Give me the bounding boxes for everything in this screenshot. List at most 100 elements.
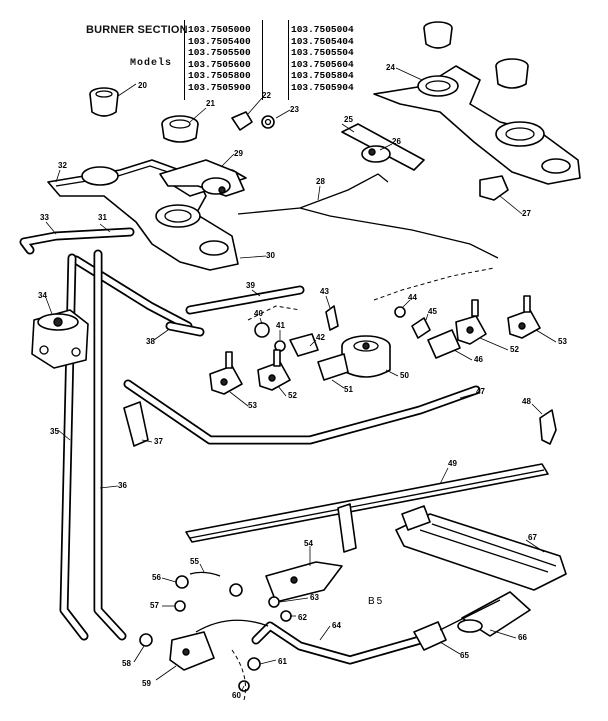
model-number: 103.7505904	[291, 81, 354, 93]
screw	[261, 115, 275, 129]
part-number: 64	[332, 621, 341, 630]
part-number: 34	[38, 291, 47, 300]
part-number: 22	[262, 91, 271, 100]
part-number: 35	[50, 427, 59, 436]
clip	[539, 409, 557, 445]
nut	[229, 583, 243, 597]
part-number: 57	[150, 601, 159, 610]
pressure-regulator	[31, 309, 89, 369]
part-number: 24	[386, 63, 395, 72]
right-burner-bracket	[373, 65, 581, 185]
burner-head	[423, 21, 453, 49]
leader-dashed	[247, 305, 301, 321]
part-number: 63	[310, 593, 319, 602]
model-number: 103.7505004	[291, 24, 354, 35]
diagram-code: B5	[368, 596, 385, 607]
part-number: 62	[298, 613, 307, 622]
nut	[247, 657, 261, 671]
part-number: 54	[304, 539, 313, 548]
part-number: 33	[40, 213, 49, 222]
table-divider	[184, 20, 185, 100]
small-tube	[189, 571, 221, 577]
safety-valve	[169, 619, 269, 671]
mounting-bracket	[479, 175, 509, 201]
model-number: 103.7505800	[188, 70, 251, 82]
part-number: 48	[522, 397, 531, 406]
part-number: 27	[522, 209, 531, 218]
support-rail	[185, 463, 549, 553]
part-number: 50	[400, 371, 409, 380]
part-number: 46	[474, 355, 483, 364]
valve-bracket	[341, 123, 425, 171]
venturi	[159, 159, 245, 197]
nut	[174, 600, 186, 612]
part-number: 66	[518, 633, 527, 642]
broiler-burner	[395, 505, 567, 591]
nut	[139, 633, 153, 647]
model-number: 103.7505500	[188, 47, 251, 59]
part-number: 49	[448, 459, 457, 468]
part-number: 61	[278, 657, 287, 666]
part-number: 67	[528, 533, 537, 542]
nut	[280, 610, 292, 622]
burner-cap	[89, 87, 119, 117]
part-number: 45	[428, 307, 437, 316]
left-burner-bracket	[47, 159, 247, 271]
part-number: 40	[254, 309, 263, 318]
part-number: 52	[510, 345, 519, 354]
model-number: 103.7505504	[291, 47, 354, 59]
nut	[175, 575, 189, 589]
leader-dashed	[231, 649, 246, 701]
burner-valve	[455, 299, 487, 345]
model-number: 103.7505900	[188, 81, 251, 93]
part-number: 29	[234, 149, 243, 158]
part-number: 56	[152, 573, 161, 582]
part-number: 53	[248, 401, 257, 410]
part-number: 37	[154, 437, 163, 446]
orifice-hood	[427, 329, 461, 359]
model-number: 103.7505000	[188, 24, 251, 35]
model-list-a: 103.7505000 103.7505400 103.7505500 103.…	[188, 24, 251, 94]
leader-dashed	[373, 267, 495, 301]
part-number: 32	[58, 161, 67, 170]
part-labels: 20 21 22 23 24 25 26 27 28 29 30 31 32 3…	[38, 63, 567, 700]
part-number: 60	[232, 691, 241, 700]
part-number: 65	[460, 651, 469, 660]
part-number: 20	[138, 81, 147, 90]
part-number: 31	[98, 213, 107, 222]
burner-valve	[507, 295, 541, 339]
tube	[237, 173, 389, 215]
part-number: 58	[122, 659, 131, 668]
burner-head	[495, 58, 529, 89]
fitting	[413, 621, 447, 651]
model-number: 103.7505600	[188, 58, 251, 70]
model-number: 103.7505404	[291, 35, 354, 47]
models-label: Models	[130, 58, 173, 69]
part-number: 23	[290, 105, 299, 114]
model-number: 103.7505400	[188, 35, 251, 47]
orifice	[394, 306, 406, 318]
clip	[231, 111, 253, 131]
part-number: 38	[146, 337, 155, 346]
part-number: 59	[142, 679, 151, 688]
part-number: 36	[118, 481, 127, 490]
part-number: 25	[344, 115, 353, 124]
burner-valve	[209, 351, 243, 395]
part-number: 51	[344, 385, 353, 394]
part-number: 28	[316, 177, 325, 186]
thermostat-bracket	[265, 561, 343, 603]
part-number: 39	[246, 281, 255, 290]
part-number: 21	[206, 99, 215, 108]
part-number: 42	[316, 333, 325, 342]
part-number: 44	[408, 293, 417, 302]
part-number: 43	[320, 287, 329, 296]
part-number: 41	[276, 321, 285, 330]
model-number: 103.7505804	[291, 70, 354, 82]
table-divider	[288, 20, 289, 100]
leader-lines	[45, 67, 557, 691]
part-number: 55	[190, 557, 199, 566]
part-number: 26	[392, 137, 401, 146]
spreader	[123, 401, 149, 447]
